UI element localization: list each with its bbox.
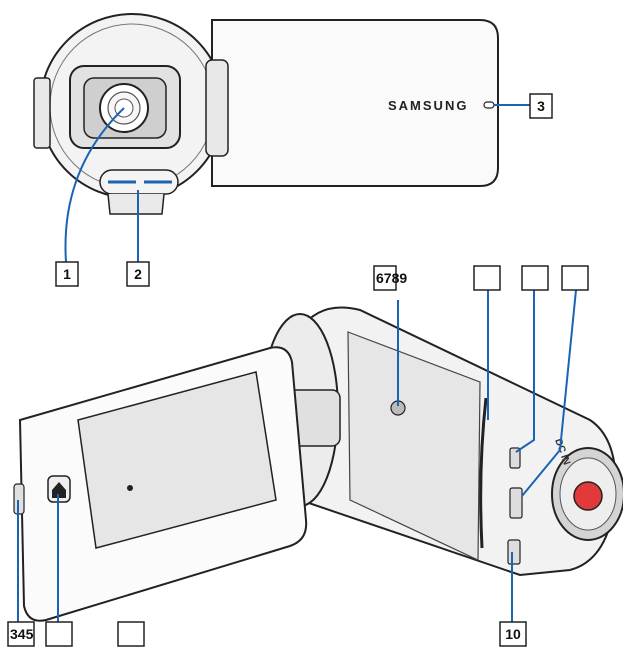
callout-6789: 6789 bbox=[373, 265, 407, 291]
callout-blank-e bbox=[117, 621, 145, 647]
port-3 bbox=[507, 539, 521, 565]
callout-10: 10 bbox=[499, 621, 527, 647]
callout-3-label: 3 bbox=[537, 98, 545, 114]
port-2 bbox=[509, 487, 523, 519]
bottom-callout-lines bbox=[17, 289, 577, 622]
record-button bbox=[573, 481, 603, 511]
lcd-panel-closed bbox=[211, 19, 499, 187]
callout-6789-label: 6789 bbox=[376, 270, 407, 286]
callout-1-label: 1 bbox=[63, 266, 71, 282]
callout-345-label: 345 bbox=[10, 626, 34, 642]
status-led bbox=[483, 101, 495, 109]
top-callout-lines bbox=[64, 104, 530, 263]
callout-345: 345 bbox=[7, 621, 35, 647]
side-panel bbox=[347, 331, 481, 561]
top-view-camcorder: SAMSUNG bbox=[33, 13, 499, 215]
brand-logo: SAMSUNG bbox=[388, 98, 468, 113]
callout-blank-b bbox=[521, 265, 549, 291]
lcd-screen bbox=[77, 371, 277, 549]
callout-10-label: 10 bbox=[505, 626, 521, 642]
callout-blank-c bbox=[561, 265, 589, 291]
callout-2-label: 2 bbox=[134, 266, 142, 282]
callout-blank-d bbox=[45, 621, 73, 647]
callout-3: 3 bbox=[529, 93, 553, 119]
callout-blank-a bbox=[473, 265, 501, 291]
bottom-view-camcorder: DC IN bbox=[13, 306, 623, 622]
port-1 bbox=[509, 447, 521, 469]
callout-2: 2 bbox=[126, 261, 150, 287]
touch-point bbox=[127, 485, 133, 491]
card-slot bbox=[479, 397, 488, 549]
callout-1: 1 bbox=[55, 261, 79, 287]
